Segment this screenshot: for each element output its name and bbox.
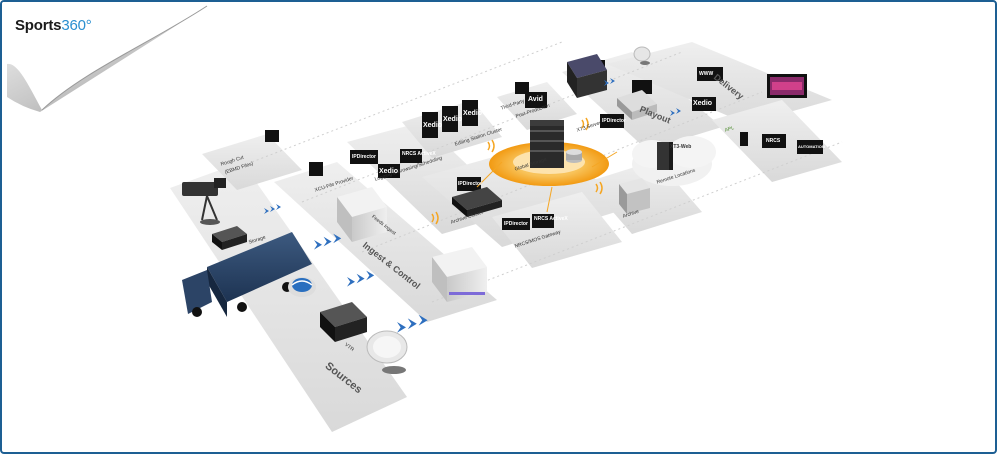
connector-lines xyxy=(476,151,618,213)
post-production-rack xyxy=(567,54,607,98)
gateway-switch xyxy=(452,187,502,217)
screen-idirector-1: IPDirector xyxy=(352,154,376,160)
satellite-dish-small xyxy=(633,46,651,65)
xt3-server xyxy=(657,142,673,170)
signal-waves xyxy=(431,117,603,225)
screen-xedio-5: Xedio xyxy=(693,100,713,107)
globe-logo xyxy=(288,277,316,297)
screen-xedio-2: Xedio xyxy=(423,122,443,129)
camera xyxy=(182,178,226,225)
screen-automation: AUTOMATION xyxy=(798,144,825,149)
screen-avid: Avid xyxy=(528,96,543,103)
playout-box xyxy=(617,90,657,120)
screen-xedio-3: Xedio xyxy=(443,116,463,123)
flow-arrows xyxy=(264,78,681,333)
screen-www: WWW xyxy=(699,71,714,77)
screen-xt3-web: XT3-Web xyxy=(670,144,692,150)
brand: Sports360° xyxy=(2,2,212,112)
page-curl xyxy=(2,2,208,112)
screen-xedio-4: Xedio xyxy=(463,110,483,117)
screen-nrcs-activex-1: NRCS ActiveX xyxy=(402,151,436,157)
screen-nrcs-activex-2: NRCS ActiveX xyxy=(534,216,568,222)
server-rack-2 xyxy=(432,247,487,302)
archive-server xyxy=(619,178,650,214)
screen-idirector-3: IPDirector xyxy=(602,118,626,124)
ob-truck xyxy=(182,232,312,317)
global-storage-hub xyxy=(489,120,609,186)
screen-idirector-4: IPDirector xyxy=(504,221,528,227)
storage-device xyxy=(212,226,247,250)
server-rack-1 xyxy=(337,187,387,242)
brand-name: Sports xyxy=(15,17,62,34)
screen-xedio-1: Xedio xyxy=(379,168,399,175)
brand-number: 360° xyxy=(61,17,92,34)
screen-idirector-2: IPDirector xyxy=(458,181,482,187)
satellite-dish xyxy=(366,330,408,374)
brand-logo: Sports360° xyxy=(15,17,92,34)
vtr-device xyxy=(320,302,367,342)
screen-nrcs: NRCS xyxy=(766,138,781,144)
tv-screen xyxy=(767,74,807,98)
